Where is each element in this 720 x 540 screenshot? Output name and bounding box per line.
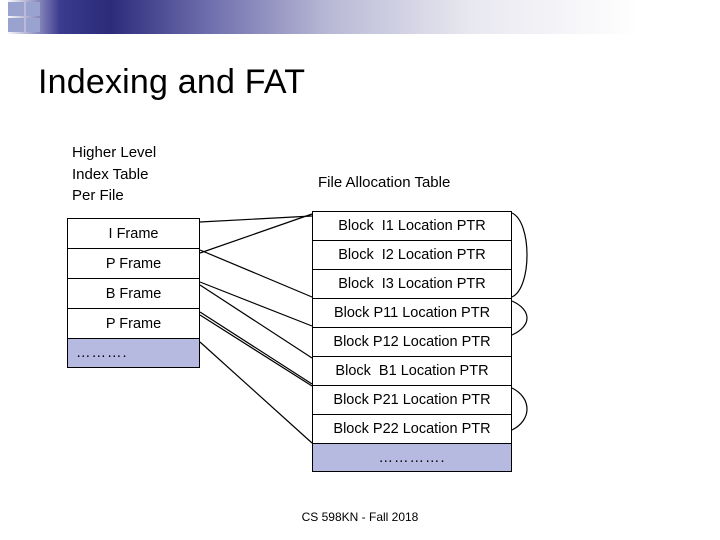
fat-label: File Allocation Table [318,174,451,191]
topbar-left-gap [0,0,8,34]
slide-footer: CS 598KN - Fall 2018 [301,510,419,524]
index-table-row: P Frame [67,308,200,338]
fat-row-ellipsis: …………. [312,443,512,472]
topbar-square-4 [26,18,40,32]
fat-row: Block B1 Location PTR [312,356,512,385]
file-allocation-table: Block I1 Location PTR Block I2 Location … [312,211,512,472]
topbar-square-3 [26,2,40,16]
fat-row: Block I1 Location PTR [312,211,512,240]
index-table-row-ellipsis: ………. [67,338,200,368]
fat-row: Block I2 Location PTR [312,240,512,269]
index-table-row: P Frame [67,248,200,278]
topbar-square-2 [8,18,24,32]
index-table-label-line-1: Higher Level [72,144,157,161]
fat-row: Block P22 Location PTR [312,414,512,443]
index-table-label-line-2: Index Table [72,165,149,183]
index-table-row: B Frame [67,278,200,308]
topbar-square-1 [8,2,24,16]
fat-row: Block I3 Location PTR [312,269,512,298]
fat-row: Block P11 Location PTR [312,298,512,327]
topbar-gradient [0,0,720,34]
page-title: Indexing and FAT [38,63,306,101]
index-table-row: I Frame [67,218,200,248]
slide-top-decoration [0,0,720,34]
index-table: I Frame P Frame B Frame P Frame ………. [67,218,200,368]
fat-row: Block P12 Location PTR [312,327,512,356]
index-table-label-line-3: Per File [72,187,124,204]
index-table-label: Higher Level Index Table Per File [72,142,156,207]
fat-row: Block P21 Location PTR [312,385,512,414]
